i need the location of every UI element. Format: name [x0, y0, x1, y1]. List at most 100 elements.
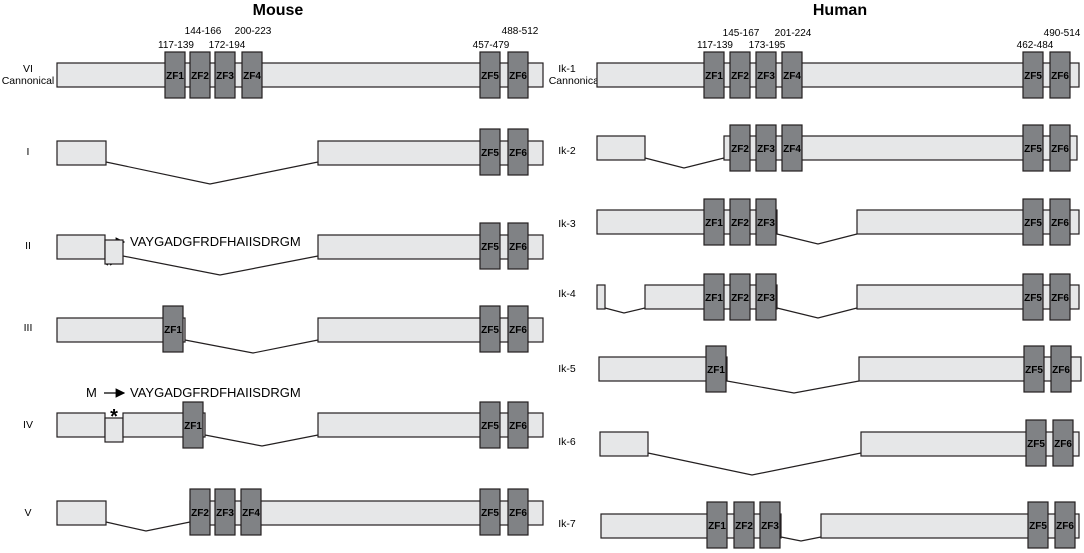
zinc-finger-label: ZF3 [757, 218, 775, 229]
isoform-label-mouse-v: V [24, 507, 31, 519]
zinc-finger-label: ZF3 [757, 71, 775, 82]
zinc-finger-label: ZF3 [757, 293, 775, 304]
human-zf2-position: 145-167 [723, 28, 760, 39]
zinc-finger-domain [733, 501, 755, 549]
splice-junction-line [647, 452, 862, 476]
zinc-finger-label: ZF1 [166, 71, 184, 82]
zinc-finger-label: ZF5 [481, 508, 499, 519]
isoform-label-human-ik6: Ik-6 [558, 436, 576, 448]
zinc-finger-label: ZF6 [1051, 218, 1069, 229]
splice-junction-line [776, 233, 858, 245]
isoform-label-human-ik4: Ik-4 [558, 288, 576, 300]
exon-box [858, 356, 1082, 382]
zinc-finger-label: ZF5 [481, 421, 499, 432]
zinc-finger-label: ZF6 [509, 508, 527, 519]
zinc-finger-label: ZF6 [509, 325, 527, 336]
zinc-finger-label: ZF6 [1051, 293, 1069, 304]
mouse-zf1-position: 117-139 [158, 40, 194, 51]
zinc-finger-domain [1022, 198, 1044, 246]
splice-junction-line [776, 307, 858, 319]
mouse-zf5-position: 457-479 [473, 40, 510, 51]
zinc-finger-domain [1049, 273, 1071, 321]
zinc-finger-domain [214, 488, 236, 536]
zinc-finger-domain [705, 345, 727, 393]
zinc-finger-domain [189, 51, 211, 99]
annotation-start-residue: M [86, 385, 97, 400]
zinc-finger-domain [479, 128, 501, 176]
zinc-finger-label: ZF3 [216, 71, 234, 82]
zinc-finger-label: ZF5 [1024, 144, 1042, 155]
zinc-finger-domain [781, 124, 803, 172]
isoform-label-human-ik5: Ik-5 [558, 363, 576, 375]
zinc-finger-label: ZF6 [509, 71, 527, 82]
exon-box-inserted [104, 417, 124, 443]
zinc-finger-label: ZF1 [705, 71, 723, 82]
zinc-finger-domain [507, 305, 529, 353]
zinc-finger-label: ZF2 [191, 508, 209, 519]
isoform-label-human-ik2: Ik-2 [558, 145, 576, 157]
exon-box [56, 412, 106, 438]
exon-box [56, 234, 106, 260]
exon-box [56, 140, 107, 166]
exon-box [856, 209, 1080, 235]
mouse-zf2-position: 144-166 [185, 26, 222, 37]
zinc-finger-label: ZF6 [1051, 71, 1069, 82]
zinc-finger-domain [729, 198, 751, 246]
zinc-finger-domain [1022, 273, 1044, 321]
annotation-replacement-sequence: VAYGADGFRDFHAIISDRGM [130, 234, 301, 249]
exon-box [856, 284, 1080, 310]
exon-box [599, 431, 649, 457]
human-zf3-position: 173-195 [749, 40, 786, 51]
zinc-finger-label: ZF5 [481, 71, 499, 82]
zinc-finger-label: ZF1 [705, 218, 723, 229]
zinc-finger-domain [1054, 501, 1076, 549]
isoform-label-human-ik7: Ik-7 [558, 518, 576, 530]
zinc-finger-label: ZF4 [783, 144, 801, 155]
isoform-label-mouse-iv: IV [23, 419, 33, 431]
exon-box [596, 284, 606, 310]
zinc-finger-label: ZF5 [1029, 521, 1047, 532]
exon-box [317, 317, 544, 343]
zinc-finger-domain [1049, 198, 1071, 246]
zinc-finger-domain [1022, 124, 1044, 172]
zinc-finger-domain [1049, 124, 1071, 172]
isoform-label-mouse-vi: VI [23, 63, 33, 75]
zinc-finger-label: ZF5 [481, 242, 499, 253]
zinc-finger-domain [241, 51, 263, 99]
zinc-finger-label: ZF4 [243, 71, 261, 82]
mouse-zf4-position: 200-223 [235, 26, 272, 37]
exon-box [317, 234, 544, 260]
mouse-zf3-position: 172-194 [209, 40, 246, 51]
zinc-finger-label: ZF3 [216, 508, 234, 519]
human-zf1-position: 117-139 [697, 40, 733, 51]
zinc-finger-domain [755, 273, 777, 321]
zinc-finger-label: ZF5 [1024, 293, 1042, 304]
splice-junction-line [726, 380, 860, 394]
human-zf5-position: 462-484 [1017, 40, 1054, 51]
isoform-label-mouse-ii: II [25, 240, 31, 252]
exon-box [56, 500, 107, 526]
zinc-finger-label: ZF4 [242, 508, 260, 519]
zinc-finger-domain [189, 488, 211, 536]
zinc-finger-label: ZF1 [705, 293, 723, 304]
splice-junction-line [644, 157, 725, 169]
zinc-finger-label: ZF2 [735, 521, 753, 532]
zinc-finger-domain [240, 488, 262, 536]
zinc-finger-label: ZF6 [1052, 365, 1070, 376]
zinc-finger-domain [479, 222, 501, 270]
zinc-finger-label: ZF5 [1025, 365, 1043, 376]
splice-junction-line [105, 521, 191, 532]
zinc-finger-domain [507, 51, 529, 99]
isoform-label-human-ik3: Ik-3 [558, 218, 576, 230]
zinc-finger-domain [479, 488, 501, 536]
zinc-finger-label: ZF2 [731, 293, 749, 304]
splice-junction-line [780, 536, 822, 542]
zinc-finger-domain [729, 273, 751, 321]
zinc-finger-label: ZF4 [783, 71, 801, 82]
zinc-finger-label: ZF5 [1024, 218, 1042, 229]
zinc-finger-domain [755, 198, 777, 246]
zinc-finger-domain [1050, 345, 1072, 393]
zinc-finger-label: ZF6 [509, 421, 527, 432]
zinc-finger-label: ZF6 [1054, 439, 1072, 450]
